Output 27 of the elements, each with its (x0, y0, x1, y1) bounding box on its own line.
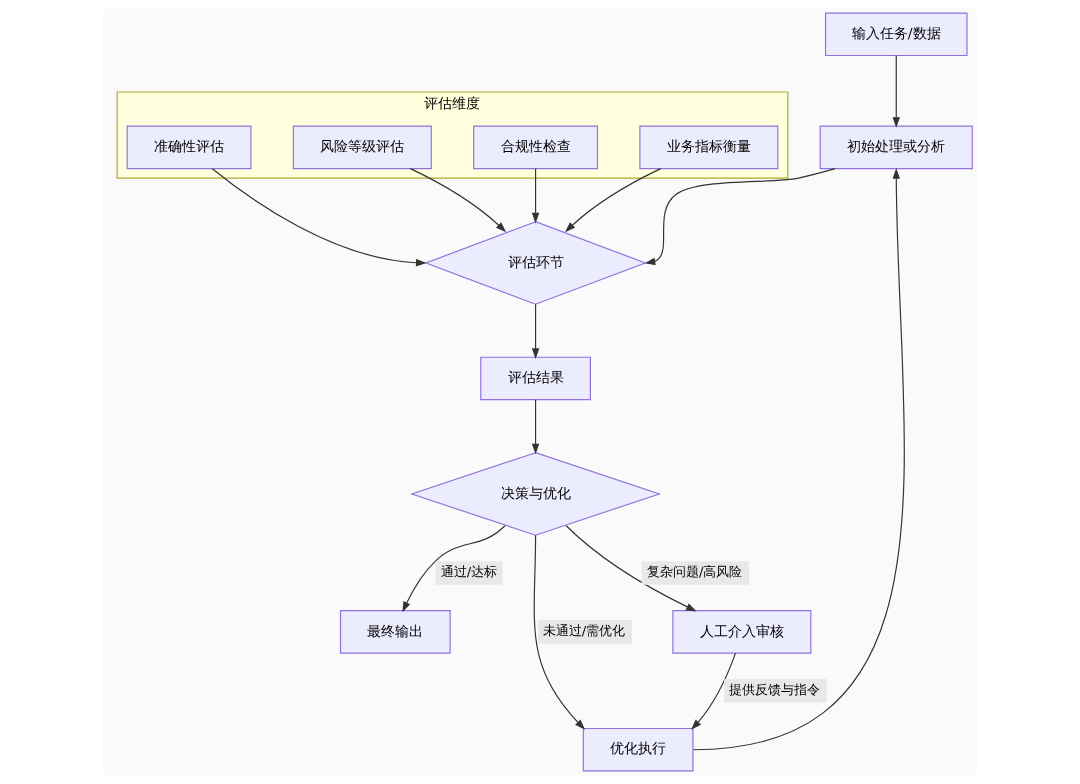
arrow (565, 525, 697, 612)
arrow (211, 168, 427, 267)
node-diamond: 决策与优化 (409, 452, 662, 536)
arrow (531, 303, 540, 359)
arrow (409, 168, 507, 233)
node-box: 评估结果 (480, 356, 591, 401)
node-box: 业务指标衡量 (639, 125, 779, 170)
node-box: 合规性检查 (473, 125, 599, 170)
arrow (531, 168, 540, 224)
arrow (531, 399, 540, 455)
node-box: 最终输出 (339, 610, 451, 654)
arrow (692, 168, 905, 751)
node-box: 人工介入审核 (672, 610, 812, 654)
arrow (892, 55, 900, 128)
arrow (533, 534, 586, 730)
node-box: 风险等级评估 (292, 125, 432, 170)
arrow (564, 168, 662, 233)
node-box: 输入任务/数据 (824, 12, 968, 57)
edge-label: 提供反馈与指令 (729, 682, 821, 698)
edge-label: 通过/达标 (440, 564, 498, 580)
edge-label: 复杂问题/高风险 (646, 564, 743, 580)
arrow (644, 168, 836, 266)
edge-label: 未通过/需优化 (542, 623, 626, 639)
node-box: 准确性评估 (126, 125, 252, 170)
arrow (691, 652, 737, 730)
node-box: 初始处理或分析 (819, 125, 973, 170)
node-box: 优化执行 (582, 727, 694, 772)
